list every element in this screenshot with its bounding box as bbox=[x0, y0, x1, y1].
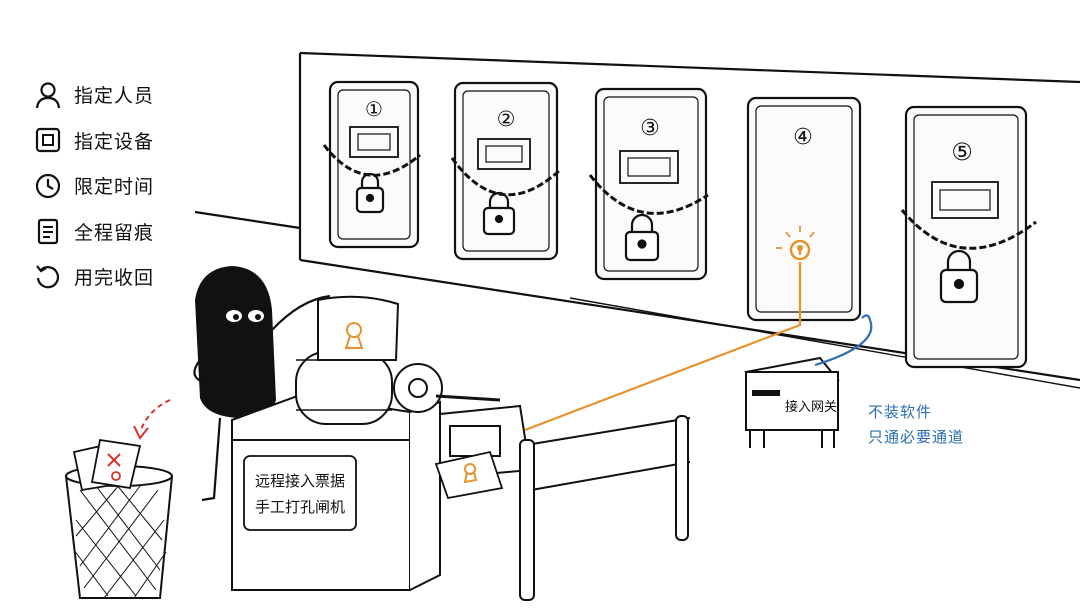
machine-label-line2: 手工打孔闸机 bbox=[255, 498, 345, 516]
discard-arrow bbox=[139, 399, 171, 433]
legend-label: 指定人员 bbox=[74, 85, 155, 108]
legend-label: 指定设备 bbox=[74, 130, 155, 153]
turnstile-gate bbox=[439, 404, 691, 601]
gateway-note: 不装软件 只通必要通道 bbox=[868, 400, 964, 450]
door-4-open bbox=[746, 96, 862, 322]
door-5 bbox=[904, 105, 1028, 369]
padlock-icon bbox=[355, 172, 979, 304]
ticket-paper-icon bbox=[317, 295, 400, 361]
punched-ticket-icon bbox=[434, 450, 504, 500]
device-icon bbox=[32, 124, 64, 156]
revoke-arrow-icon bbox=[32, 261, 64, 293]
legend-label: 限定时间 bbox=[74, 176, 155, 199]
legend-item-full-audit-trail: 全程留痕 bbox=[32, 209, 232, 255]
clock-icon bbox=[32, 170, 64, 202]
door-1 bbox=[328, 80, 420, 249]
ticket-route-line bbox=[524, 262, 802, 432]
door-number-1: ① bbox=[365, 97, 383, 121]
gateway-network-cable bbox=[814, 314, 873, 367]
legend-item-designated-device: 指定设备 bbox=[32, 118, 232, 164]
trash-can-icon bbox=[64, 438, 174, 599]
discard-arrow-head bbox=[133, 425, 149, 440]
gateway-label: 接入网关 bbox=[785, 399, 837, 415]
door-2 bbox=[453, 81, 559, 261]
glowing-keyhole-icon bbox=[776, 226, 815, 261]
legend-item-limited-time: 限定时间 bbox=[32, 163, 232, 209]
door-number-3: ③ bbox=[640, 116, 660, 141]
gateway-note-line2: 只通必要通道 bbox=[868, 428, 965, 446]
legend-item-revoke-after-use: 用完收回 bbox=[32, 254, 232, 300]
legend-label: 用完收回 bbox=[74, 267, 155, 290]
gateway-note-line1: 不装软件 bbox=[868, 403, 933, 421]
legend-list: 指定人员 指定设备 限定时间 全程留痕 用完收回 bbox=[32, 72, 232, 300]
door-number-5: ⑤ bbox=[951, 138, 973, 166]
person-icon bbox=[32, 79, 64, 111]
door-number-2: ② bbox=[497, 107, 516, 131]
document-icon bbox=[32, 215, 64, 247]
legend-label: 全程留痕 bbox=[74, 221, 155, 244]
legend-item-designated-person: 指定人员 bbox=[32, 72, 232, 118]
door-3 bbox=[594, 87, 708, 281]
machine-label-line1: 远程接入票据 bbox=[255, 472, 345, 490]
operator-character bbox=[193, 266, 331, 502]
access-gateway bbox=[744, 356, 840, 448]
door-number-4: ④ bbox=[793, 125, 813, 150]
